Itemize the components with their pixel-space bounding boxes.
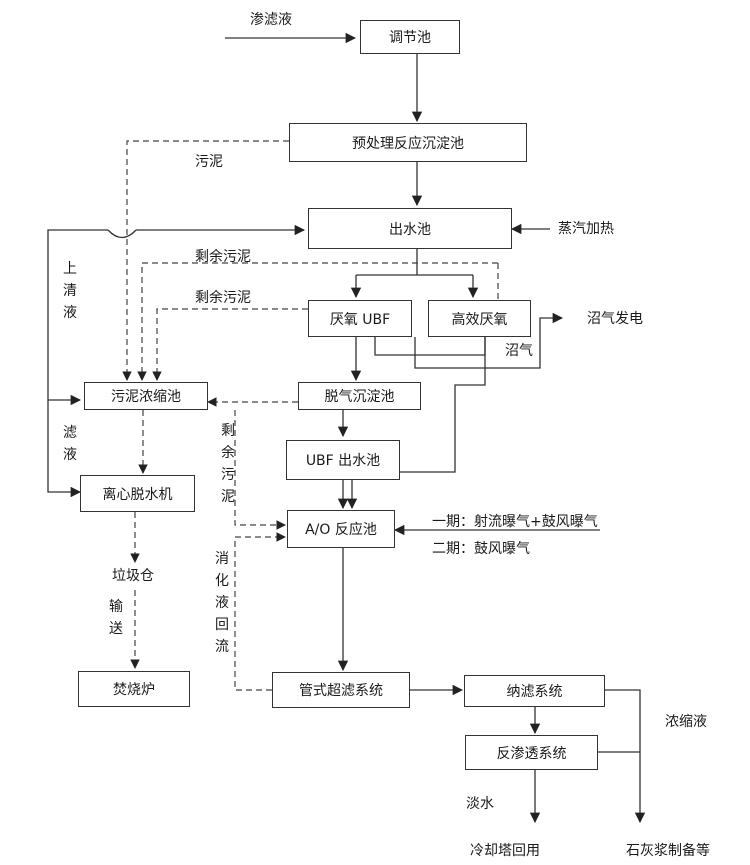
steam-heating-label: 蒸汽加热 (558, 221, 614, 237)
phase-two-aeration-label: 二期：鼓风曝气 (432, 541, 530, 557)
digestate-return-label: 消化液回流 (215, 551, 229, 655)
line-high-eff-to-ao (346, 337, 486, 510)
surplus-sludge-vertical-label: 剩余污泥 (221, 423, 235, 505)
line-supernatant (47, 229, 108, 406)
tubular-uf-box: 管式超滤系统 (272, 672, 410, 708)
dashed-digestate-return (234, 532, 286, 691)
line-biogas (374, 337, 486, 356)
leachate-label: 渗滤液 (250, 12, 292, 28)
dashed-surplus-sludge-2 (152, 308, 308, 381)
ubf-outlet-pool-box: UBF 出水池 (286, 440, 400, 480)
biogas-label: 沼气 (505, 343, 533, 359)
biogas-power-label: 沼气发电 (587, 311, 643, 327)
filtrate-label: 滤液 (63, 425, 77, 463)
anaerobic-ubf-box: 厌氧 UBF (308, 300, 412, 337)
degassing-tank-box: 脱气沉淀池 (298, 382, 421, 410)
high-efficiency-anaerobic-box: 高效厌氧 (428, 300, 531, 337)
supernatant-label: 上清液 (63, 261, 77, 321)
lime-slurry-label: 石灰浆制备等 (626, 843, 710, 859)
dashed-sludge-pretreat (122, 140, 289, 381)
dashed-surplus-sludge-1 (137, 262, 498, 381)
dashed-surplus-sludge-v (234, 410, 286, 530)
centrifuge-box: 离心脱水机 (80, 475, 195, 512)
regulating-tank-box: 调节池 (360, 20, 460, 54)
sludge-thickener-box: 污泥浓缩池 (84, 382, 208, 410)
pretreatment-tank-box: 预处理反应沉淀池 (289, 123, 527, 162)
line-supernatant-hop (107, 229, 137, 239)
fresh-water-label: 淡水 (466, 796, 494, 812)
nanofiltration-box: 纳滤系统 (464, 675, 605, 707)
conveying-label: 输送 (109, 599, 123, 637)
sludge-label: 污泥 (195, 154, 223, 170)
line-filtrate (47, 400, 82, 498)
cooling-tower-label: 冷却塔回用 (470, 843, 540, 859)
surplus-sludge-label-1: 剩余污泥 (195, 249, 251, 265)
incinerator-box: 焚烧炉 (78, 671, 190, 707)
garbage-bin-label: 垃圾仓 (112, 568, 154, 584)
surplus-sludge-label-2: 剩余污泥 (195, 290, 251, 306)
concentrate-label: 浓缩液 (665, 714, 707, 730)
phase-one-aeration-label: 一期：射流曝气+鼓风曝气 (432, 514, 598, 530)
ao-reactor-box: A/O 反应池 (287, 510, 395, 548)
line-concentrate (605, 689, 646, 824)
line-biogas-2 (414, 312, 564, 369)
reverse-osmosis-box: 反渗透系统 (465, 735, 598, 770)
outlet-pool-box: 出水池 (308, 208, 512, 249)
